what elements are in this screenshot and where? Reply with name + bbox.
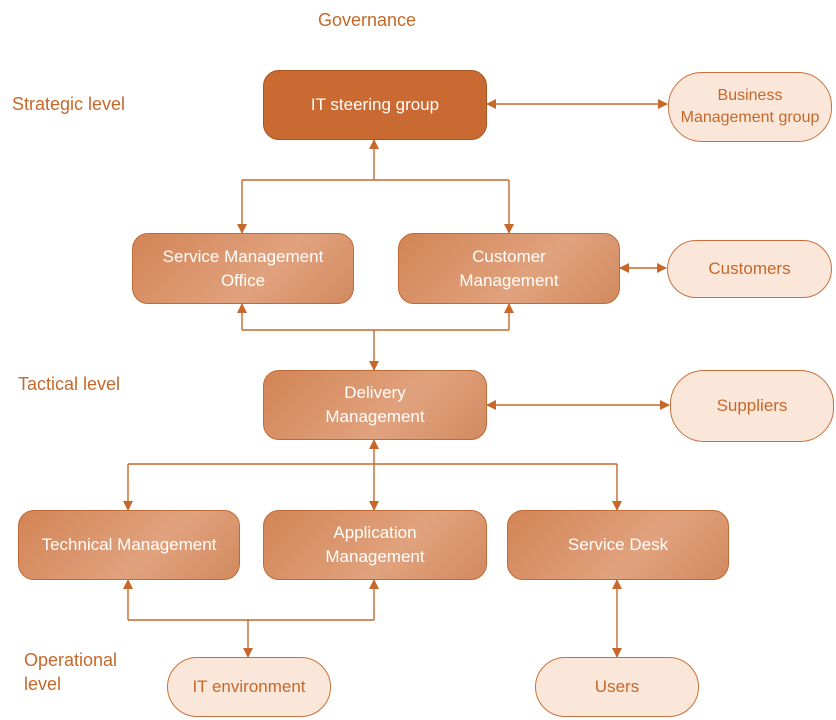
level-label-strategic: Strategic level xyxy=(12,94,126,114)
node-technical-management: Technical Management xyxy=(18,510,240,580)
node-business-management-group: Business Management group xyxy=(668,72,832,142)
node-application-management: Application Management xyxy=(263,510,487,580)
node-delivery-management: Delivery Management xyxy=(263,370,487,440)
node-it-steering-group: IT steering group xyxy=(263,70,487,140)
node-customer-management: Customer Management xyxy=(398,233,620,304)
level-label-tactical: Tactical level xyxy=(18,374,121,394)
node-service-desk: Service Desk xyxy=(507,510,729,580)
diagram-title: Governance xyxy=(318,10,417,30)
node-users: Users xyxy=(535,657,699,717)
node-suppliers: Suppliers xyxy=(670,370,834,442)
node-it-environment: IT environment xyxy=(167,657,331,717)
node-customers: Customers xyxy=(667,240,832,298)
level-label-operational: Operational level xyxy=(24,650,118,694)
node-service-management-office: Service Management Office xyxy=(132,233,354,304)
